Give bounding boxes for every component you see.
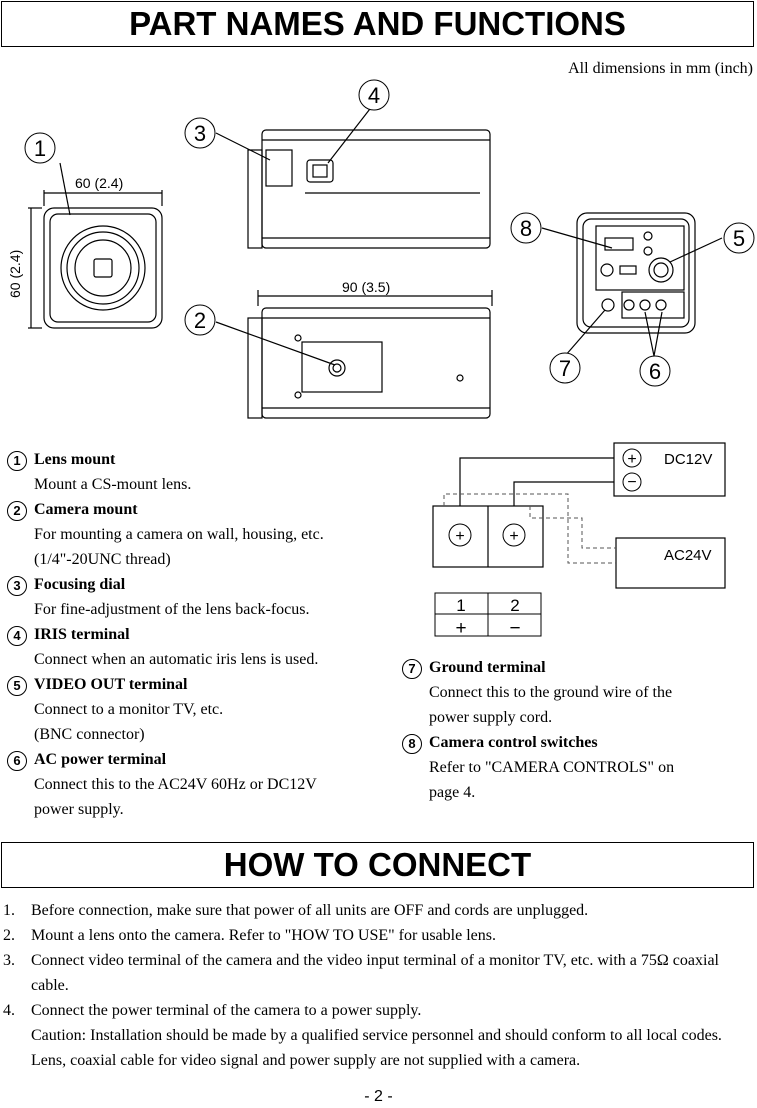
callout-5: 5 (723, 222, 755, 254)
dim-length: 90 (3.5) (342, 279, 390, 295)
part-body: For mounting a camera on wall, housing, … (34, 526, 324, 543)
part-body: Refer to "CAMERA CONTROLS" on (429, 759, 675, 776)
part-title: Lens mount (34, 451, 116, 468)
svg-text:3: 3 (194, 121, 206, 146)
part-body: For fine-adjustment of the lens back-foc… (34, 601, 310, 618)
connect-steps: 1.Before connection, make sure that powe… (3, 898, 755, 1073)
svg-text:7: 7 (559, 356, 571, 381)
page-number: - 2 - (364, 1088, 393, 1105)
callout-2: 2 (184, 304, 216, 336)
part-body: power supply. (34, 801, 124, 818)
camera-bottom-view (215, 290, 493, 419)
camera-front-view (28, 162, 163, 329)
svg-text:2: 2 (194, 308, 206, 333)
svg-text:−: − (627, 474, 636, 491)
callout-1: 1 (24, 132, 56, 164)
camera-side-view (215, 104, 491, 249)
part-body: Connect when an automatic iris lens is u… (34, 651, 319, 668)
dim-height: 60 (2.4) (7, 250, 23, 298)
part-body: (1/4"-20UNC thread) (34, 551, 171, 568)
svg-text:−: − (509, 618, 520, 639)
caution-note: Caution: Installation should be made by … (31, 1027, 722, 1044)
part-title: Focusing dial (34, 576, 126, 593)
svg-text:+: + (509, 528, 518, 545)
svg-text:5: 5 (733, 226, 745, 251)
supply-note: Lens, coaxial cable for video signal and… (31, 1052, 581, 1069)
wiring-diagram: + − + + DC12V AC24V 1 2 + − (432, 442, 726, 639)
part-title: AC power terminal (34, 751, 167, 768)
svg-text:8: 8 (520, 216, 532, 241)
callout-4: 4 (358, 79, 390, 111)
dimensions-note: All dimensions in mm (inch) (568, 60, 753, 77)
part-title: Ground terminal (429, 659, 546, 676)
svg-text:1: 1 (456, 596, 465, 615)
section-title-how-to-connect: HOW TO CONNECT (1, 842, 754, 888)
callout-8: 8 (510, 212, 542, 244)
ac24v-label: AC24V (664, 547, 712, 564)
terminal-table: 1 2 + − (434, 592, 542, 639)
part-body: (BNC connector) (34, 726, 145, 743)
callout-7: 7 (549, 352, 581, 384)
step-item: 2.Mount a lens onto the camera. Refer to… (3, 927, 496, 944)
svg-text:6: 6 (649, 359, 661, 384)
callout-3: 3 (184, 117, 216, 149)
svg-text:1: 1 (34, 136, 46, 161)
part-body: Connect this to the AC24V 60Hz or DC12V (34, 776, 317, 793)
section-title-part-names: PART NAMES AND FUNCTIONS (1, 1, 754, 47)
dc12v-label: DC12V (664, 451, 712, 468)
svg-text:4: 4 (368, 83, 380, 108)
svg-text:2: 2 (510, 596, 519, 615)
callout-6: 6 (639, 355, 671, 387)
step-item: 1.Before connection, make sure that powe… (3, 902, 589, 919)
part-title: IRIS terminal (34, 626, 130, 643)
camera-rear-view (541, 212, 723, 357)
step-item: 3.Connect video terminal of the camera a… (3, 952, 719, 994)
part-title: Camera control switches (429, 734, 598, 751)
step-item: 4.Connect the power terminal of the came… (3, 1002, 422, 1019)
part-body: Mount a CS-mount lens. (34, 476, 192, 493)
svg-text:+: + (455, 618, 466, 639)
part-body: Connect to a monitor TV, etc. (34, 701, 224, 718)
part-body: Connect this to the ground wire of the (429, 684, 673, 701)
svg-text:+: + (627, 451, 636, 468)
callout-markers: 1 2 3 4 5 6 7 8 (24, 79, 755, 387)
dim-width: 60 (2.4) (75, 175, 123, 191)
part-title: Camera mount (34, 501, 138, 518)
camera-diagram: 60 (2.4) 60 (2.4) 90 (3.5) (7, 79, 755, 419)
part-body: page 4. (429, 784, 476, 801)
svg-text:+: + (455, 528, 464, 545)
part-body: power supply cord. (429, 709, 553, 726)
part-title: VIDEO OUT terminal (34, 676, 188, 693)
